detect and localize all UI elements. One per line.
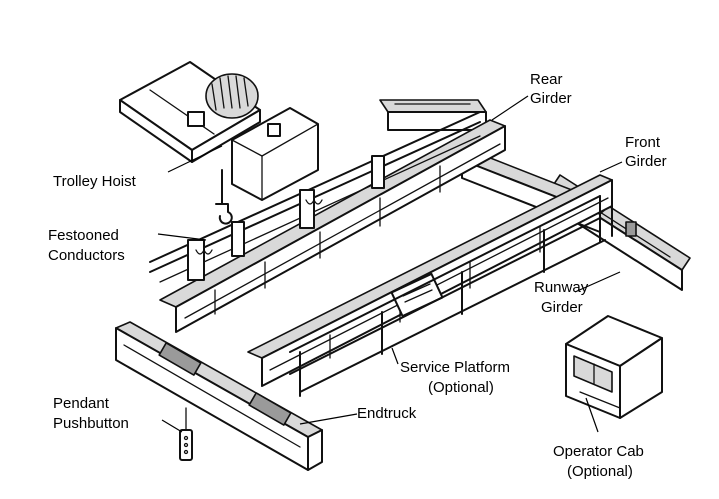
festoon-rails [149,111,481,283]
label-festooned-conductors: Festooned Conductors [48,227,125,264]
trolley-hoist-shape [119,61,319,225]
operator-cab-shape [565,315,663,419]
label-front-girder: Front Girder [625,134,667,170]
label-endtruck: Endtruck [357,405,417,422]
label-operator-cab: Operator Cab (Optional) [553,443,648,480]
leader-lines [157,95,623,433]
rear-runway-rail [379,99,487,131]
label-pendant-pushbutton: Pendant Pushbutton [53,395,129,432]
near-endtruck [115,321,323,471]
front-girder-shape [247,174,613,387]
rear-girder-shape [159,119,506,333]
label-service-platform: Service Platform (Optional) [400,359,514,396]
label-trolley-hoist: Trolley Hoist [53,173,137,190]
pendant-shape [179,407,193,461]
label-runway-girder: Runway Girder [534,279,592,316]
service-platform-shape [289,189,613,397]
label-rear-girder: Rear Girder [530,71,572,107]
